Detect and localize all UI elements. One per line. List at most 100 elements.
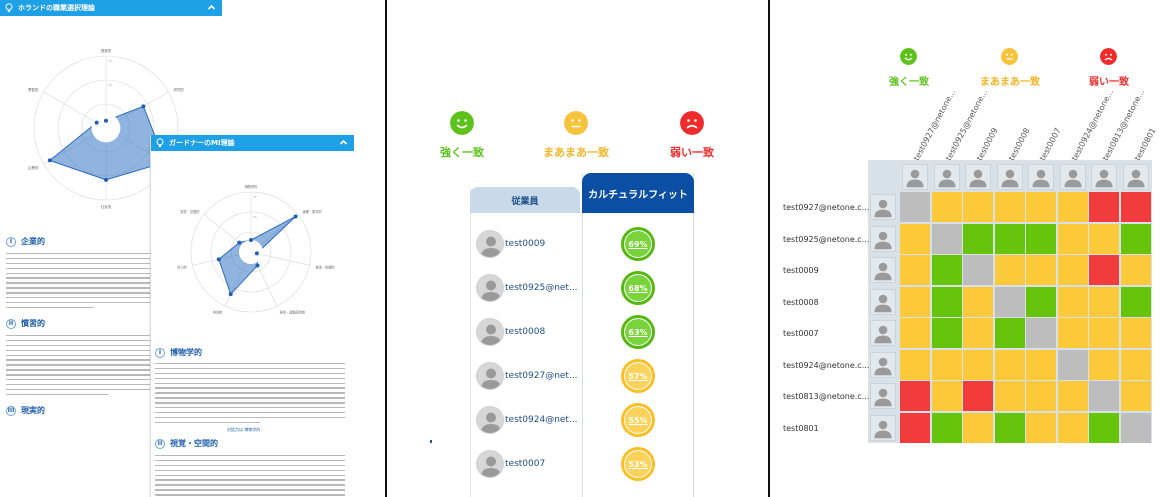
matrix-cell[interactable] — [1089, 318, 1119, 348]
employee-name[interactable]: test0008 — [505, 327, 546, 337]
matrix-cell[interactable] — [1120, 318, 1151, 348]
column-avatar — [965, 164, 991, 190]
matrix-cell[interactable] — [931, 255, 962, 285]
legend-weak-match: 弱い一致 — [670, 146, 714, 159]
matrix-cell[interactable] — [900, 412, 930, 443]
employee-name[interactable]: test0924@net... — [505, 415, 578, 425]
matrix-cell[interactable] — [994, 349, 1025, 380]
matrix-cell[interactable] — [931, 223, 962, 254]
matrix-cell[interactable] — [963, 286, 993, 317]
matrix-cell[interactable] — [931, 349, 962, 380]
tab-employee[interactable]: 従業員 — [470, 187, 580, 213]
matrix-cell[interactable] — [931, 286, 962, 317]
matrix-cell[interactable] — [1057, 349, 1088, 380]
matrix-cell[interactable] — [994, 192, 1025, 222]
matrix-cell[interactable] — [1026, 381, 1056, 411]
matrix-cell[interactable] — [963, 381, 993, 411]
employee-row[interactable]: test0009 — [476, 229, 580, 259]
section-body-text — [155, 455, 345, 497]
employee-row[interactable]: test0925@net... — [476, 273, 580, 303]
matrix-cell[interactable] — [900, 223, 930, 254]
matrix-cell[interactable] — [1120, 223, 1151, 254]
matrix-cell[interactable] — [963, 412, 993, 443]
culture-fit-score-badge[interactable]: 55% — [621, 403, 655, 437]
chevron-up-icon[interactable] — [207, 3, 216, 12]
employee-row[interactable]: test0008 — [476, 317, 580, 347]
matrix-cell[interactable] — [900, 286, 930, 317]
matrix-cell[interactable] — [1120, 381, 1151, 411]
matrix-cell[interactable] — [994, 286, 1025, 317]
matrix-cell[interactable] — [1089, 381, 1119, 411]
matrix-cell[interactable] — [1026, 318, 1056, 348]
matrix-cell[interactable] — [1089, 223, 1119, 254]
matrix-cell[interactable] — [963, 255, 993, 285]
employee-row[interactable]: test0007 — [476, 449, 580, 479]
culture-fit-score-badge[interactable]: 63% — [621, 315, 655, 349]
employee-name[interactable]: test0927@net... — [505, 371, 578, 381]
employee-name[interactable]: test0925@net... — [505, 283, 578, 293]
matrix-cell[interactable] — [1120, 255, 1151, 285]
matrix-cell[interactable] — [931, 318, 962, 348]
matrix-cell[interactable] — [1026, 192, 1056, 222]
matrix-cell[interactable] — [1089, 192, 1119, 222]
matrix-cell[interactable] — [900, 192, 930, 222]
matrix-cell[interactable] — [1057, 318, 1088, 348]
matrix-cell[interactable] — [994, 223, 1025, 254]
matrix-cell[interactable] — [963, 223, 993, 254]
employee-row[interactable]: test0927@net... — [476, 361, 580, 391]
matrix-cell[interactable] — [900, 381, 930, 411]
matrix-cell[interactable] — [1057, 381, 1088, 411]
matrix-cell[interactable] — [900, 318, 930, 348]
culture-fit-score-badge[interactable]: 53% — [621, 447, 655, 481]
matrix-cell[interactable] — [1057, 255, 1088, 285]
matrix-cell[interactable] — [1057, 412, 1088, 443]
culture-fit-score-badge[interactable]: 68% — [621, 271, 655, 305]
matrix-cell[interactable] — [994, 255, 1025, 285]
section-spatial: II 視覚・空間的 — [155, 438, 218, 449]
employee-row[interactable]: test0924@net... — [476, 405, 580, 435]
matrix-cell[interactable] — [1120, 286, 1151, 317]
employee-name[interactable]: test0007 — [505, 459, 546, 469]
matrix-cell[interactable] — [1089, 349, 1119, 380]
matrix-cell[interactable] — [1120, 412, 1151, 443]
matrix-cell[interactable] — [1026, 286, 1056, 317]
matrix-cell[interactable] — [1089, 286, 1119, 317]
matrix-cell[interactable] — [931, 412, 962, 443]
culture-fit-score-badge[interactable]: 57% — [621, 359, 655, 393]
matrix-cell[interactable] — [994, 381, 1025, 411]
matrix-cell[interactable] — [1026, 412, 1056, 443]
matrix-cell[interactable] — [1089, 255, 1119, 285]
matrix-cell[interactable] — [963, 192, 993, 222]
matrix-cell[interactable] — [1120, 349, 1151, 380]
tab-culture-fit[interactable]: カルチュラルフィット — [582, 173, 694, 213]
matrix-cell[interactable] — [994, 412, 1025, 443]
chevron-up-icon[interactable] — [339, 138, 348, 147]
legend-medium-match: まあまあ一致 — [980, 77, 1040, 88]
user-avatar-icon — [481, 456, 501, 477]
matrix-cell[interactable] — [931, 381, 962, 411]
section-naturalist: I 博物学的 — [155, 347, 202, 358]
matrix-cell[interactable] — [1057, 192, 1088, 222]
matrix-cell[interactable] — [994, 318, 1025, 348]
matrix-cell[interactable] — [1026, 255, 1056, 285]
gardner-card-header[interactable]: ガードナーのMI理論 — [151, 135, 354, 151]
avatar — [476, 230, 504, 258]
employee-name[interactable]: test0009 — [505, 239, 546, 249]
matrix-cell[interactable] — [963, 349, 993, 380]
culture-fit-score-badge[interactable]: 69% — [621, 227, 655, 261]
matrix-cell[interactable] — [900, 349, 930, 380]
matrix-cell[interactable] — [900, 255, 930, 285]
matrix-cell[interactable] — [963, 318, 993, 348]
matrix-cell[interactable] — [1057, 223, 1088, 254]
row-label: test0813@netone.c... — [783, 392, 870, 401]
matrix-cell[interactable] — [1026, 349, 1056, 380]
row-label: test0008 — [783, 297, 819, 307]
matrix-cell[interactable] — [1089, 412, 1119, 443]
column-label: test0009 — [975, 126, 1000, 163]
matrix-cell[interactable] — [1120, 192, 1151, 222]
matrix-cell[interactable] — [931, 192, 962, 222]
matrix-cell[interactable] — [1057, 286, 1088, 317]
matrix-cell[interactable] — [1026, 223, 1056, 254]
related-link[interactable]: 対話力は 博物学的 — [227, 427, 261, 432]
holland-card-header[interactable]: ホランドの職業選択理論 — [0, 0, 222, 16]
